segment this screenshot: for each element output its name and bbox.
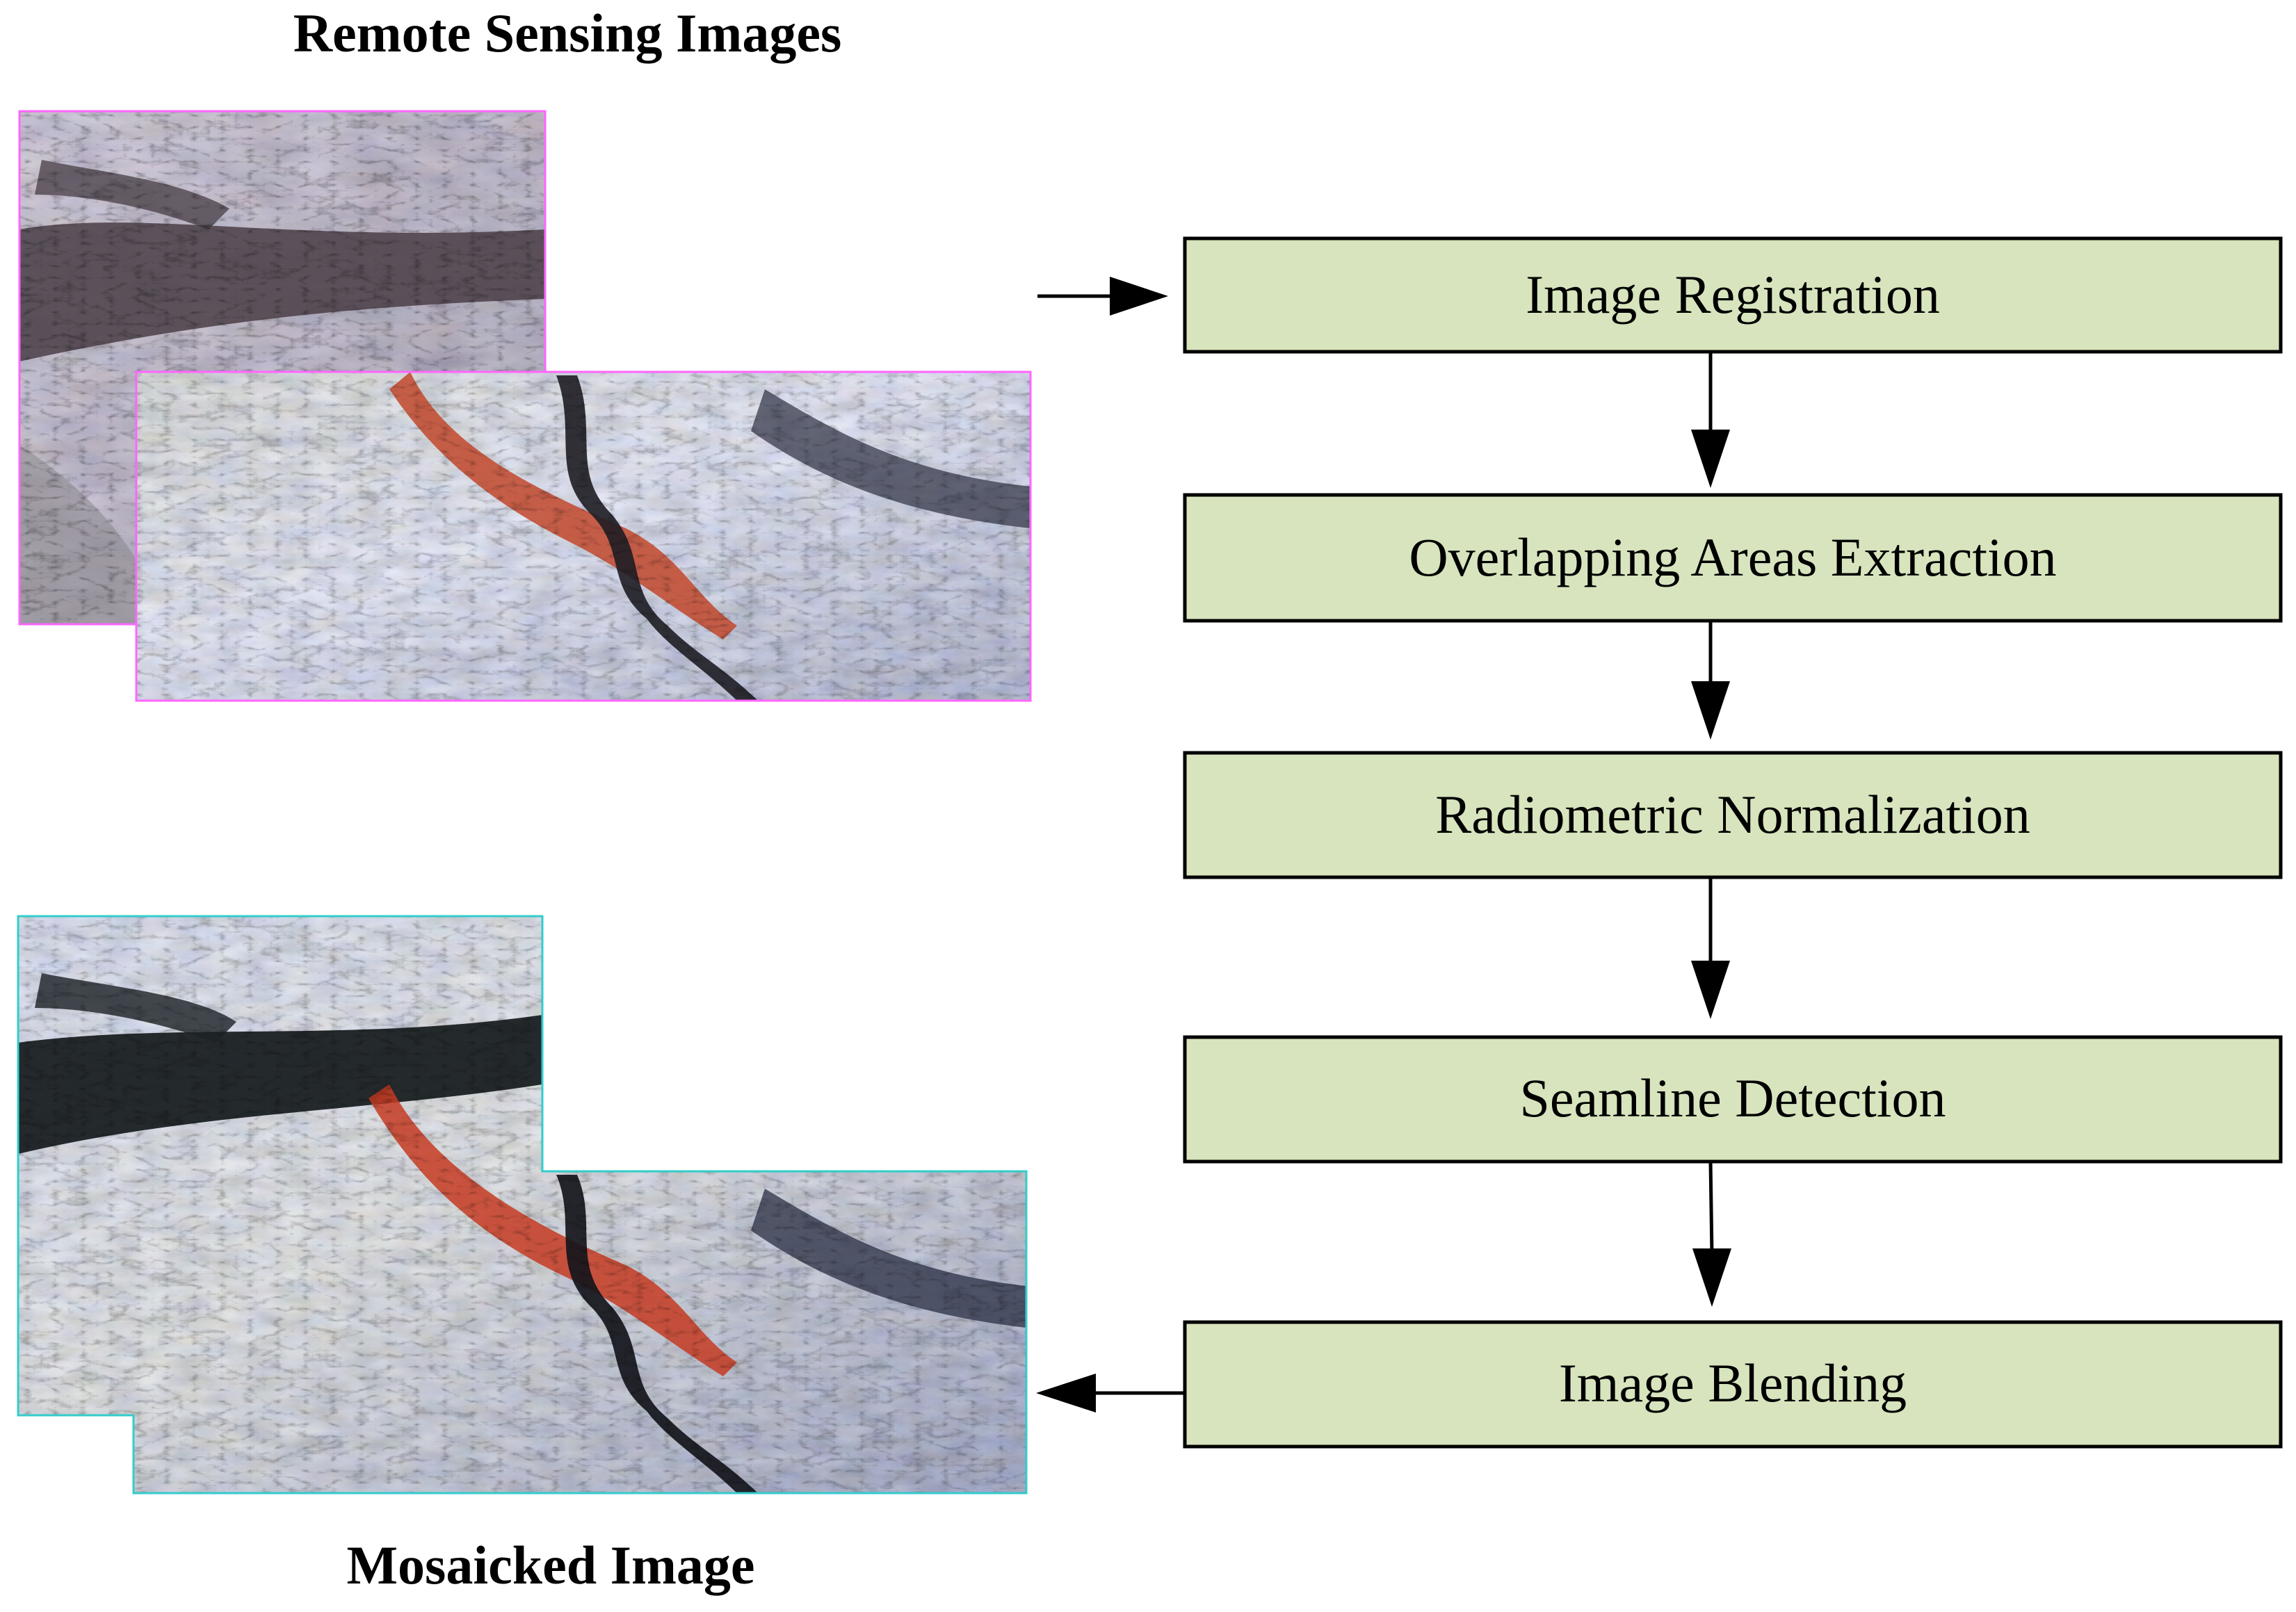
remote-sensing-images-title: Remote Sensing Images [293, 3, 842, 63]
step-seamline-detection: Seamline Detection [1183, 1035, 2283, 1164]
svg-text:Overlapping Areas Extraction: Overlapping Areas Extraction [1409, 527, 2056, 587]
svg-text:Seamline Detection: Seamline Detection [1520, 1068, 1946, 1128]
output-arrow [1036, 1374, 1185, 1412]
arrow-1 [1691, 352, 1730, 488]
mosaicked-image [17, 915, 1028, 1495]
svg-text:Radiometric Normalization: Radiometric Normalization [1435, 784, 2030, 845]
input-image-lower [136, 372, 1030, 701]
arrow-3 [1691, 877, 1730, 1019]
svg-text:Image Registration: Image Registration [1526, 264, 1940, 325]
step-overlapping-areas-extraction: Overlapping Areas Extraction [1183, 493, 2283, 623]
step-image-blending: Image Blending [1183, 1320, 2283, 1449]
remote-sensing-images [18, 110, 1032, 702]
mosaicked-image-title: Mosaicked Image [346, 1535, 754, 1595]
input-arrow [1037, 277, 1168, 316]
mosaicked-image-frame [17, 915, 1028, 1495]
svg-text:Image Blending: Image Blending [1559, 1353, 1907, 1413]
arrow-2 [1691, 621, 1730, 740]
step-image-registration: Image Registration [1183, 236, 2283, 354]
step-radiometric-normalization: Radiometric Normalization [1183, 751, 2283, 879]
arrow-4 [1692, 1161, 1731, 1307]
input-image-lower-frame [135, 371, 1032, 702]
